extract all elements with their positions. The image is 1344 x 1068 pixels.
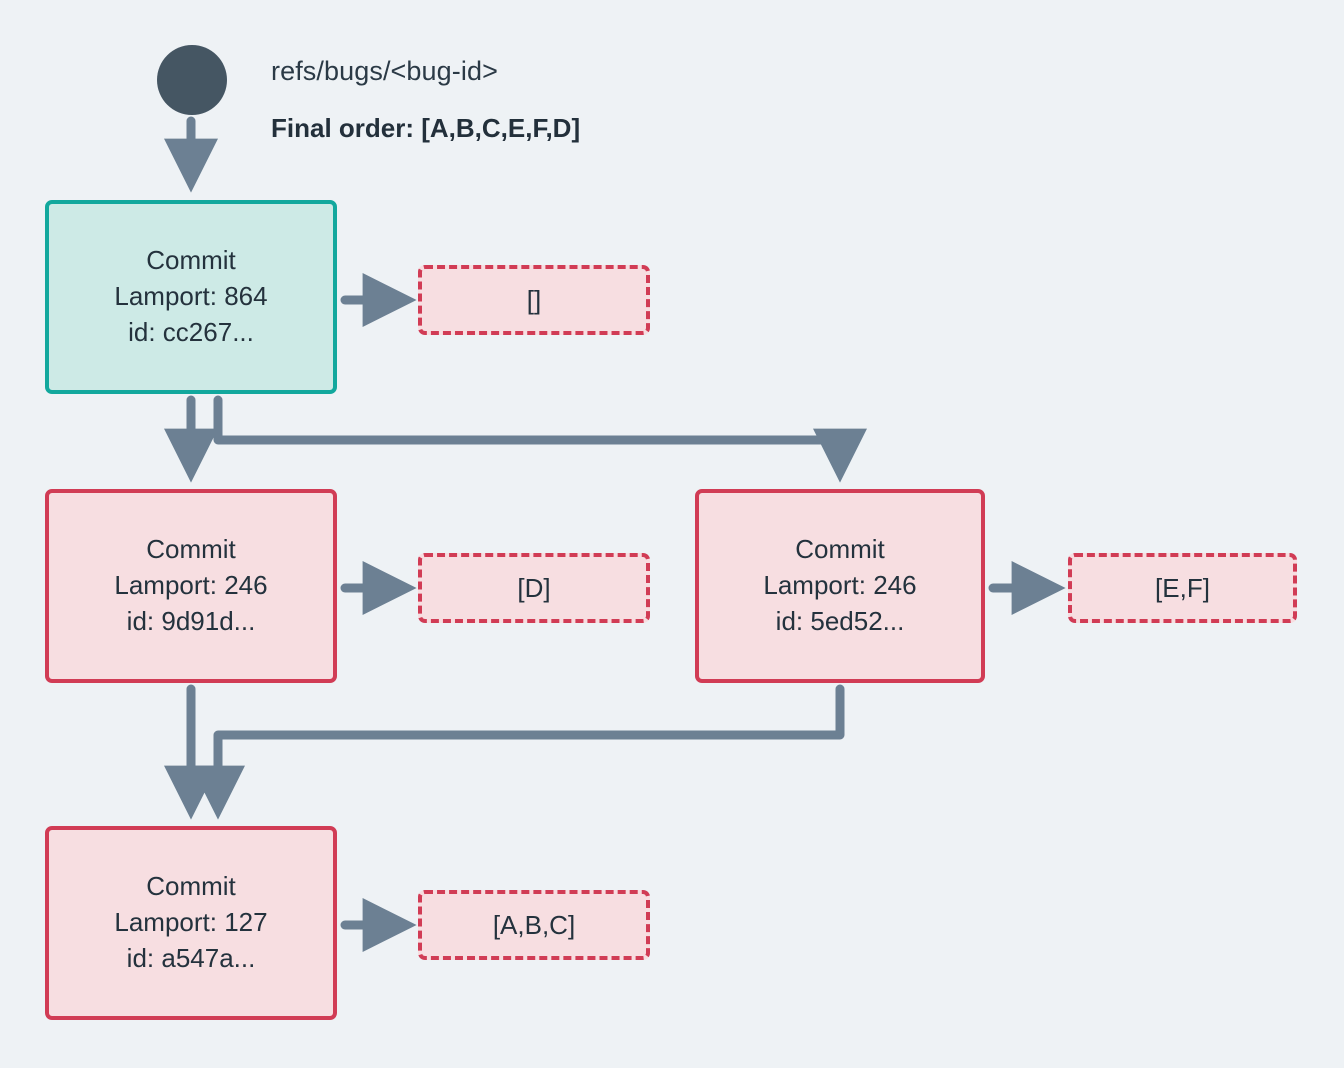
ref-label: refs/bugs/<bug-id> xyxy=(271,56,498,86)
commit-lamport: Lamport: 127 xyxy=(114,907,268,938)
operations-box-a547a[interactable]: [A,B,C] xyxy=(418,890,650,960)
commit-title: Commit xyxy=(146,245,236,276)
commit-node-cc267[interactable]: Commit Lamport: 864 id: cc267... xyxy=(45,200,337,394)
commit-node-a547a[interactable]: Commit Lamport: 127 id: a547a... xyxy=(45,826,337,1020)
operations-box-5ed52[interactable]: [E,F] xyxy=(1068,553,1297,623)
commit-node-9d91d[interactable]: Commit Lamport: 246 id: 9d91d... xyxy=(45,489,337,683)
commit-title: Commit xyxy=(146,534,236,565)
edge-cc267-to-5ed52 xyxy=(213,395,867,483)
commit-hash: id: 5ed52... xyxy=(775,605,905,636)
commit-lamport: Lamport: 246 xyxy=(114,570,268,601)
commit-hash: id: cc267... xyxy=(128,316,254,347)
commit-title: Commit xyxy=(146,871,236,902)
commit-hash: id: 9d91d... xyxy=(126,605,256,636)
commit-lamport: Lamport: 246 xyxy=(763,570,917,601)
commit-hash: id: a547a... xyxy=(126,942,256,973)
root-node[interactable] xyxy=(157,45,227,115)
operations-box-cc267[interactable]: [] xyxy=(418,265,650,335)
operations-box-9d91d[interactable]: [D] xyxy=(418,553,650,623)
final-order-label: Final order: [A,B,C,E,F,D] xyxy=(271,113,581,143)
edge-5ed52-to-a547a xyxy=(191,684,845,820)
commit-lamport: Lamport: 864 xyxy=(114,281,268,312)
commit-node-5ed52[interactable]: Commit Lamport: 246 id: 5ed52... xyxy=(695,489,985,683)
commit-title: Commit xyxy=(795,534,885,565)
